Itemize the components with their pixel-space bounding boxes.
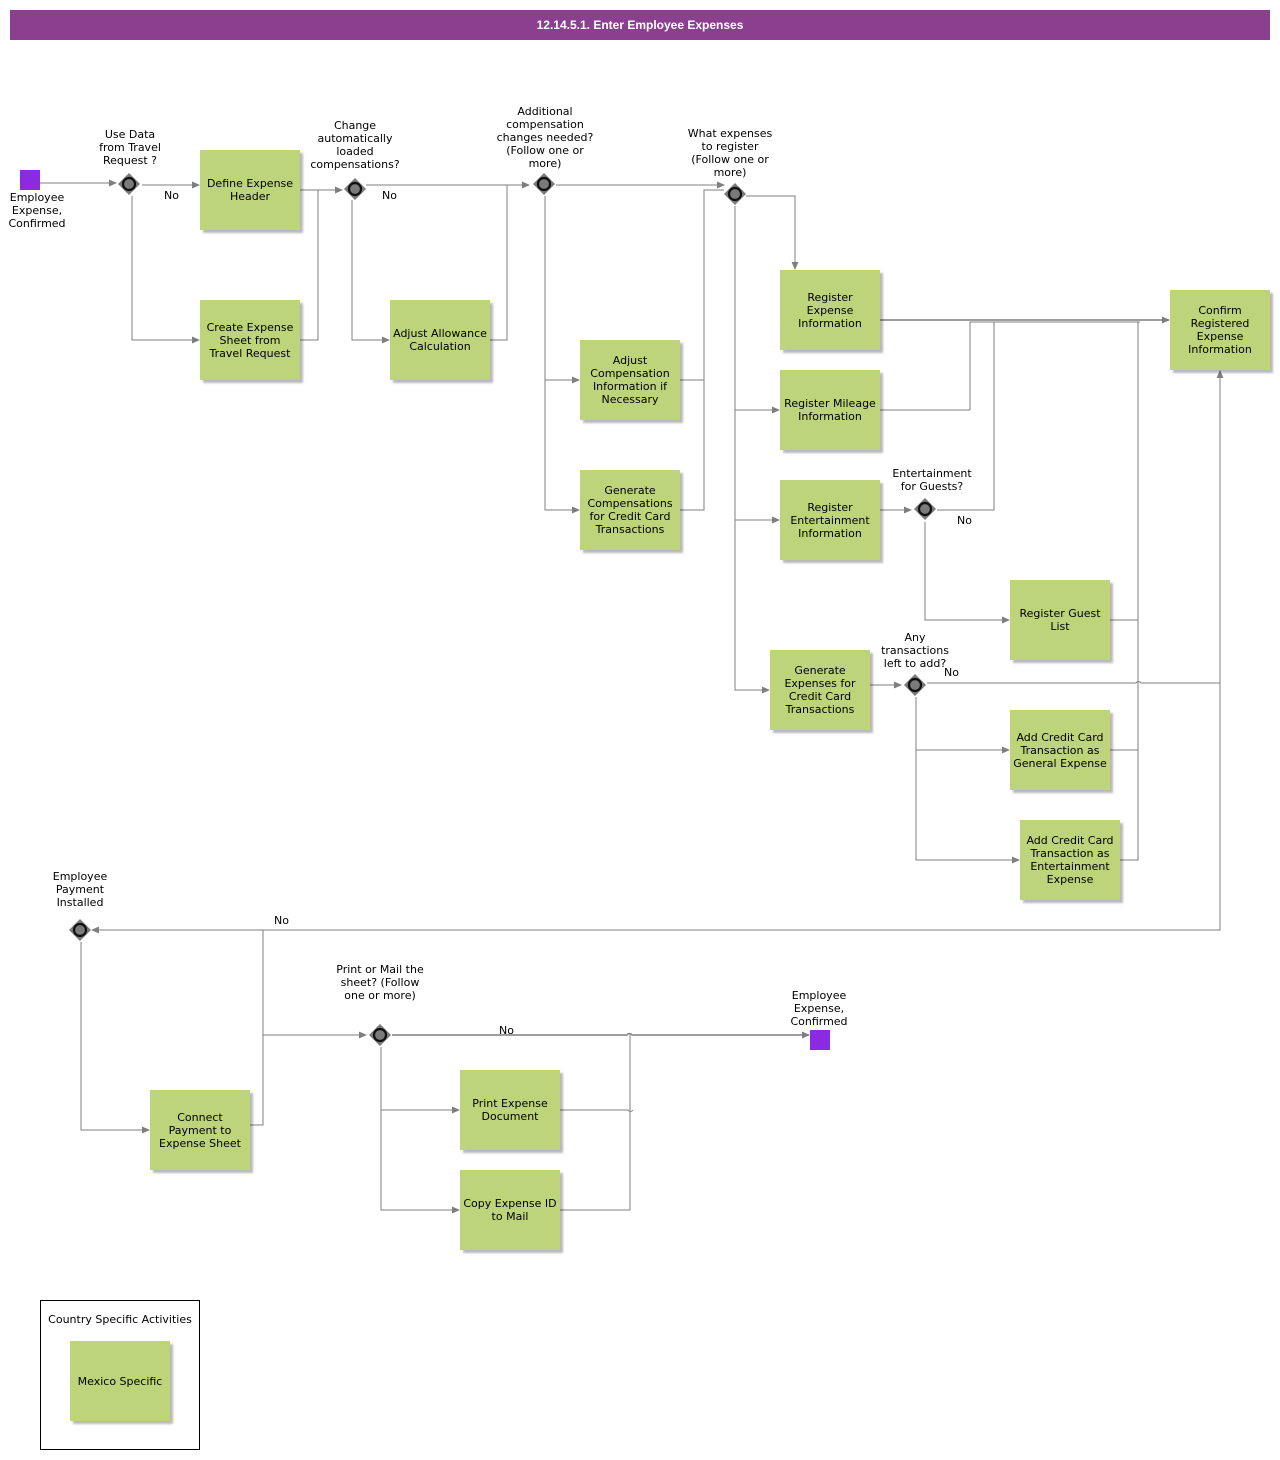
flow-any-no	[927, 370, 1224, 684]
gateway-entertainment-guests-icon	[914, 498, 936, 520]
task-generate-expenses-cc[interactable]: Generate Expenses for Credit Card Transa…	[770, 650, 870, 730]
legend-title: Country Specific Activities	[48, 1313, 192, 1326]
task-connect-payment[interactable]: Connect Payment to Expense Sheet	[150, 1090, 250, 1170]
flow-print-to-copy	[380, 1110, 460, 1214]
task-copy-expense-id[interactable]: Copy Expense ID to Mail	[460, 1170, 560, 1250]
flow-what-to-entertainment	[734, 410, 780, 524]
legend: Country Specific Activities Mexico Speci…	[40, 1300, 200, 1450]
gateway-what-expenses-icon	[724, 183, 746, 205]
gateway-use-data-label: Use Data from Travel Request ?	[99, 128, 161, 167]
start-event	[20, 170, 40, 190]
task-confirm-registered-expense[interactable]: Confirm Registered Expense Information	[1170, 290, 1270, 370]
flow-entertainment-cc-to-confirm	[1120, 620, 1139, 861]
flow-guests-yes	[924, 522, 1010, 624]
flow-adjust-to-what	[680, 189, 724, 381]
flow-label-no: No	[944, 666, 959, 679]
gateway-what-expenses-label: What expenses to register (Follow one or…	[687, 127, 773, 179]
legend-item-mexico-specific: Mexico Specific	[70, 1341, 170, 1421]
gateway-print-or-mail-icon	[369, 1024, 391, 1046]
flow-label-no: No	[164, 189, 179, 202]
gateway-any-transactions-icon	[904, 674, 926, 696]
flow-label-no: No	[274, 914, 289, 927]
task-adjust-compensation[interactable]: Adjust Compensation Information if Neces…	[580, 340, 680, 420]
end-event	[810, 1030, 830, 1050]
flow-confirm-to-payment	[91, 683, 1221, 934]
flow-any-to-entertainment-cc	[915, 750, 1020, 864]
flow-guests-no	[937, 322, 995, 511]
gateway-entertainment-guests-label: Entertainment for Guests?	[892, 467, 972, 493]
start-event-label: Employee Expense, Confirmed	[8, 191, 66, 230]
gateway-any-transactions-label: Any transactions left to add?	[881, 631, 949, 670]
gateway-additional-comp-icon	[533, 173, 555, 195]
flow-use-data-yes	[131, 196, 200, 344]
gateway-payment-installed-label: Employee Payment Installed	[52, 870, 108, 909]
task-register-expense[interactable]: Register Expense Information	[780, 270, 880, 350]
flow-what-to-mileage	[734, 206, 780, 414]
flow-generate-to-what	[680, 380, 705, 511]
flow-mileage-to-confirm	[880, 321, 1140, 411]
flow-create-to-change	[300, 190, 319, 341]
task-register-mileage[interactable]: Register Mileage Information	[780, 370, 880, 450]
flow-any-to-general	[915, 697, 1010, 754]
task-print-expense-document[interactable]: Print Expense Document	[460, 1070, 560, 1150]
flow-connect-to-print	[250, 1031, 367, 1126]
task-add-cc-general[interactable]: Add Credit Card Transaction as General E…	[1010, 710, 1110, 790]
task-adjust-allowance[interactable]: Adjust Allowance Calculation	[390, 300, 490, 380]
flow-change-yes	[351, 200, 390, 344]
flow-label-no: No	[957, 514, 972, 527]
diagram-title: 12.14.5.1. Enter Employee Expenses	[10, 10, 1270, 40]
gateway-change-comp-label: Change automatically loaded compensation…	[310, 119, 400, 171]
task-register-entertainment[interactable]: Register Entertainment Information	[780, 480, 880, 560]
flow-guest-list-to-confirm	[1110, 322, 1139, 621]
flow-label-no: No	[499, 1024, 514, 1037]
task-create-expense-sheet[interactable]: Create Expense Sheet from Travel Request	[200, 300, 300, 380]
flow-payment-yes	[80, 942, 150, 1134]
flow-allowance-to-additional	[490, 185, 508, 341]
task-register-guest-list[interactable]: Register Guest List	[1010, 580, 1110, 660]
flow-what-to-generate-cc	[734, 520, 770, 694]
flow-print-to-document	[380, 1047, 460, 1114]
flow-additional-to-generate	[544, 380, 580, 514]
task-generate-compensations[interactable]: Generate Compensations for Credit Card T…	[580, 470, 680, 550]
gateway-payment-installed-icon	[69, 919, 91, 941]
flow-print-no	[392, 1031, 810, 1039]
flow-label-no: No	[382, 189, 397, 202]
gateway-additional-comp-label: Additional compensation changes needed? …	[496, 105, 594, 170]
gateway-change-comp-icon	[344, 178, 366, 200]
flow-what-to-register-expense	[746, 195, 799, 270]
task-define-expense-header[interactable]: Define Expense Header	[200, 150, 300, 230]
end-event-label: Employee Expense, Confirmed	[790, 989, 848, 1028]
gateway-use-data-icon	[118, 173, 140, 195]
flow-copy-to-end	[560, 1035, 631, 1211]
gateway-print-or-mail-label: Print or Mail the sheet? (Follow one or …	[336, 963, 424, 1002]
task-add-cc-entertainment[interactable]: Add Credit Card Transaction as Entertain…	[1020, 820, 1120, 900]
flow-document-to-end	[560, 1109, 634, 1112]
flow-additional-to-adjust	[544, 196, 580, 384]
